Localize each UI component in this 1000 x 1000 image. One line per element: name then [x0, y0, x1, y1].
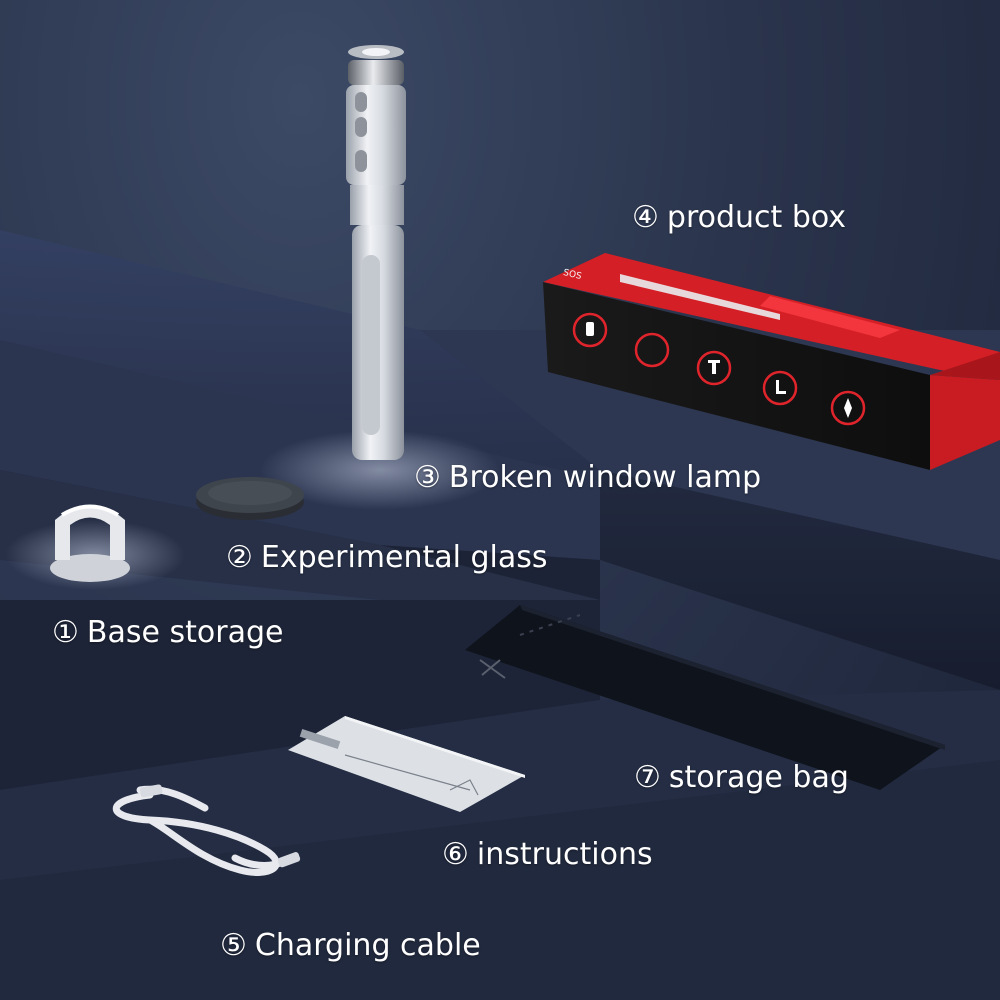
experimental-glass-illustration: [196, 477, 304, 520]
label-name: instructions: [476, 837, 653, 872]
label-number: ③: [414, 460, 441, 495]
floor-shade: [0, 760, 1000, 1000]
compass-icon: [830, 390, 866, 426]
label-name: Experimental glass: [260, 540, 548, 575]
flashlight-icon: [572, 312, 608, 348]
storage-bag-illustration: [465, 605, 945, 790]
label-name: product box: [666, 200, 847, 235]
product-box-illustration: [543, 253, 1000, 470]
base-storage-illustration: [50, 504, 130, 582]
label-name: storage bag: [668, 760, 849, 795]
label-name: Charging cable: [254, 928, 481, 963]
label-number: ⑦: [634, 760, 661, 795]
label-number: ⑤: [220, 928, 247, 963]
label-name: Broken window lamp: [448, 460, 762, 495]
upper-platform-side: [600, 470, 1000, 690]
label-number: ①: [52, 615, 79, 650]
usb-icon: [762, 370, 798, 406]
hammer-icon: [696, 350, 732, 386]
sos-icon: [634, 332, 670, 368]
label-number: ②: [226, 540, 253, 575]
label-name: Base storage: [86, 615, 284, 650]
broken-window-lamp-illustration: [346, 45, 406, 460]
instructions-card-illustration: [288, 716, 525, 812]
label-number: ⑥: [442, 837, 469, 872]
front-step-side: [0, 600, 600, 790]
label-number: ④: [632, 200, 659, 235]
